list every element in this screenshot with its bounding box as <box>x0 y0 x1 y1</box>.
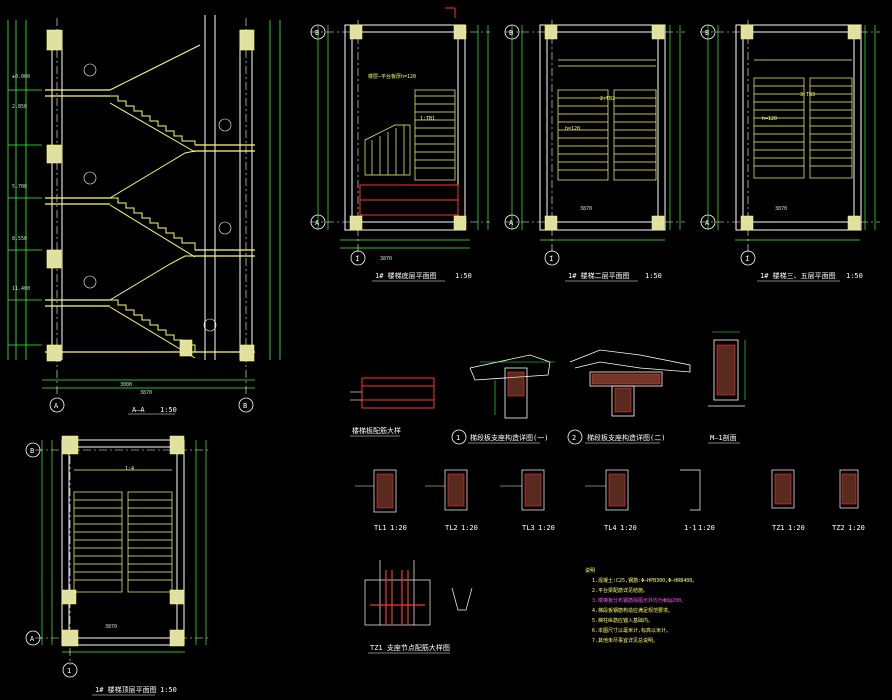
note-item-3: 3.楼梯板分布钢筋除图示外均为Φ8@200。 <box>592 597 686 604</box>
svg-text:3870: 3870 <box>105 624 117 630</box>
plan4-axis-1: 1 <box>67 667 71 675</box>
plan1-axis-a: A <box>315 219 320 227</box>
callout-2-num: 2 <box>572 434 576 442</box>
plan-top-title: 1# 楼梯顶层平面图 <box>95 685 157 694</box>
section-aa-drawing: ±0.000 2.850 5.700 8.550 11.400 3000 387… <box>7 15 281 415</box>
svg-text:5.700: 5.700 <box>12 184 27 190</box>
column-tz1-scale: 1:20 <box>788 524 805 532</box>
plan-ground-scale: 1:50 <box>455 272 472 280</box>
plan-second-title: 1# 楼梯二层平面图 <box>568 271 630 280</box>
svg-text:3870: 3870 <box>380 256 392 262</box>
beam-tl1-scale: 1:20 <box>390 524 407 532</box>
beam-tl4-title: TL4 <box>604 524 617 532</box>
tz1-rebar-detail: TZ1 支座节点配筋大样图 <box>364 560 473 654</box>
plan2-axis-1: 1 <box>549 255 553 263</box>
note-item-5: 5.梯柱纵筋应锚入基础内。 <box>592 617 653 624</box>
plan4-axis-a: A <box>30 635 35 643</box>
plan1-axis-b: B <box>315 29 319 37</box>
plan-second-scale: 1:50 <box>645 272 662 280</box>
section-m1: M—1剖面 <box>708 331 746 444</box>
svg-text:1:4: 1:4 <box>125 466 134 472</box>
note-item-4: 4.梯段板钢筋构造应满足规范要求。 <box>592 607 673 614</box>
plan-third-fifth-title: 1# 楼梯三、五层平面图 <box>760 271 836 280</box>
svg-text:3870: 3870 <box>580 206 592 212</box>
svg-text:h=120: h=120 <box>565 126 580 132</box>
section-aa-title: A—A <box>132 406 145 414</box>
stair-slab-detail: 楼梯板配筋大样 <box>350 377 435 437</box>
section-aa-scale: 1:50 <box>160 406 177 414</box>
support-detail-1: 1 梯段板支座构造详图(一) <box>451 354 555 445</box>
notes-heading: 说明 <box>585 567 595 574</box>
plan-ground-title: 1# 楼梯底层平面图 <box>375 271 437 280</box>
support-detail-2-title: 梯段板支座构造详图(二) <box>587 433 665 442</box>
beam-tl1-title: TL1 <box>374 524 387 532</box>
beam-tl2-title: TL2 <box>445 524 458 532</box>
plan3-axis-1: 1 <box>745 255 749 263</box>
callout-circle-2 <box>567 429 583 445</box>
plan1-axis-1: 1 <box>355 255 359 263</box>
svg-text:3870: 3870 <box>775 206 787 212</box>
axis-bubble-b-right <box>238 397 254 413</box>
notes-block: 说明 1.混凝土:C25,钢筋:Φ—HPB300,Φ—HRB400。 2.平台梁… <box>585 567 697 644</box>
note-item-2: 2.平台梁配筋详见结施。 <box>592 587 648 594</box>
plan3-axis-b: B <box>705 29 709 37</box>
support-detail-1-title: 梯段板支座构造详图(一) <box>470 433 548 442</box>
svg-text:3870: 3870 <box>140 390 152 396</box>
callout-1-num: 1 <box>456 434 460 442</box>
axis-bubble-a-left <box>49 397 65 413</box>
plan-second-floor: B A 1 2:TB2 h=120 3870 1# 楼梯二层平面图 1:50 <box>504 20 685 282</box>
section-m1-title: M—1剖面 <box>710 433 737 442</box>
plan-ground-floor: B A 1 楼层—平台板厚h=120 1:TB1 3870 1# 楼梯底层平面图… <box>310 7 490 282</box>
beam-sections-row: TL1 1:20 TL2 1:20 TL3 1:20 TL4 1:20 1-1 … <box>355 469 865 532</box>
note-item-6: 6.本图尺寸以毫米计,标高以米计。 <box>592 627 671 634</box>
svg-text:11.400: 11.400 <box>12 286 30 292</box>
callout-circle-1 <box>451 429 467 445</box>
column-tz2-title: TZ2 <box>832 524 845 532</box>
svg-text:h=120: h=120 <box>762 116 777 122</box>
svg-text:±0.000: ±0.000 <box>12 74 30 80</box>
plan3-axis-a: A <box>705 219 710 227</box>
plan-third-fifth-floor: B A 1 3:TB3 h=120 3870 1# 楼梯三、五层平面图 1:50 <box>700 20 880 282</box>
svg-text:8.550: 8.550 <box>12 236 27 242</box>
plan2-axis-a: A <box>509 219 514 227</box>
support-detail-2: 2 梯段板支座构造详图(二) <box>567 349 691 445</box>
note-item-7: 7.其他未尽事宜详见总说明。 <box>592 637 658 644</box>
beam-tl3-scale: 1:20 <box>538 524 555 532</box>
section-11-scale: 1:20 <box>698 524 715 532</box>
svg-text:3000: 3000 <box>120 382 132 388</box>
plan4-axis-b: B <box>30 447 34 455</box>
tz1-rebar-title: TZ1 支座节点配筋大样图 <box>370 643 450 652</box>
svg-text:2.850: 2.850 <box>12 104 27 110</box>
axis-label-a-left: A <box>54 402 59 410</box>
column-tz1-title: TZ1 <box>772 524 785 532</box>
plan2-axis-b: B <box>509 29 513 37</box>
column-tz2-scale: 1:20 <box>848 524 865 532</box>
svg-text:3:TB3: 3:TB3 <box>800 92 815 98</box>
note-item-1: 1.混凝土:C25,钢筋:Φ—HPB300,Φ—HRB400。 <box>592 577 697 584</box>
svg-text:2:TB2: 2:TB2 <box>600 96 615 102</box>
plan-third-fifth-scale: 1:50 <box>846 272 863 280</box>
axis-label-b-right: B <box>243 402 247 410</box>
svg-text:楼层—平台板厚h=120: 楼层—平台板厚h=120 <box>368 73 416 80</box>
plan-top-floor: B A 1 1:4 3870 1# 楼梯顶层平面图 1:50 <box>25 435 210 696</box>
beam-tl3-title: TL3 <box>522 524 535 532</box>
section-11-title: 1-1 <box>684 524 697 532</box>
stair-slab-title: 楼梯板配筋大样 <box>352 426 401 435</box>
plan-top-scale: 1:50 <box>160 686 177 694</box>
svg-text:1:TB1: 1:TB1 <box>420 116 435 122</box>
beam-tl2-scale: 1:20 <box>461 524 478 532</box>
beam-tl4-scale: 1:20 <box>620 524 637 532</box>
